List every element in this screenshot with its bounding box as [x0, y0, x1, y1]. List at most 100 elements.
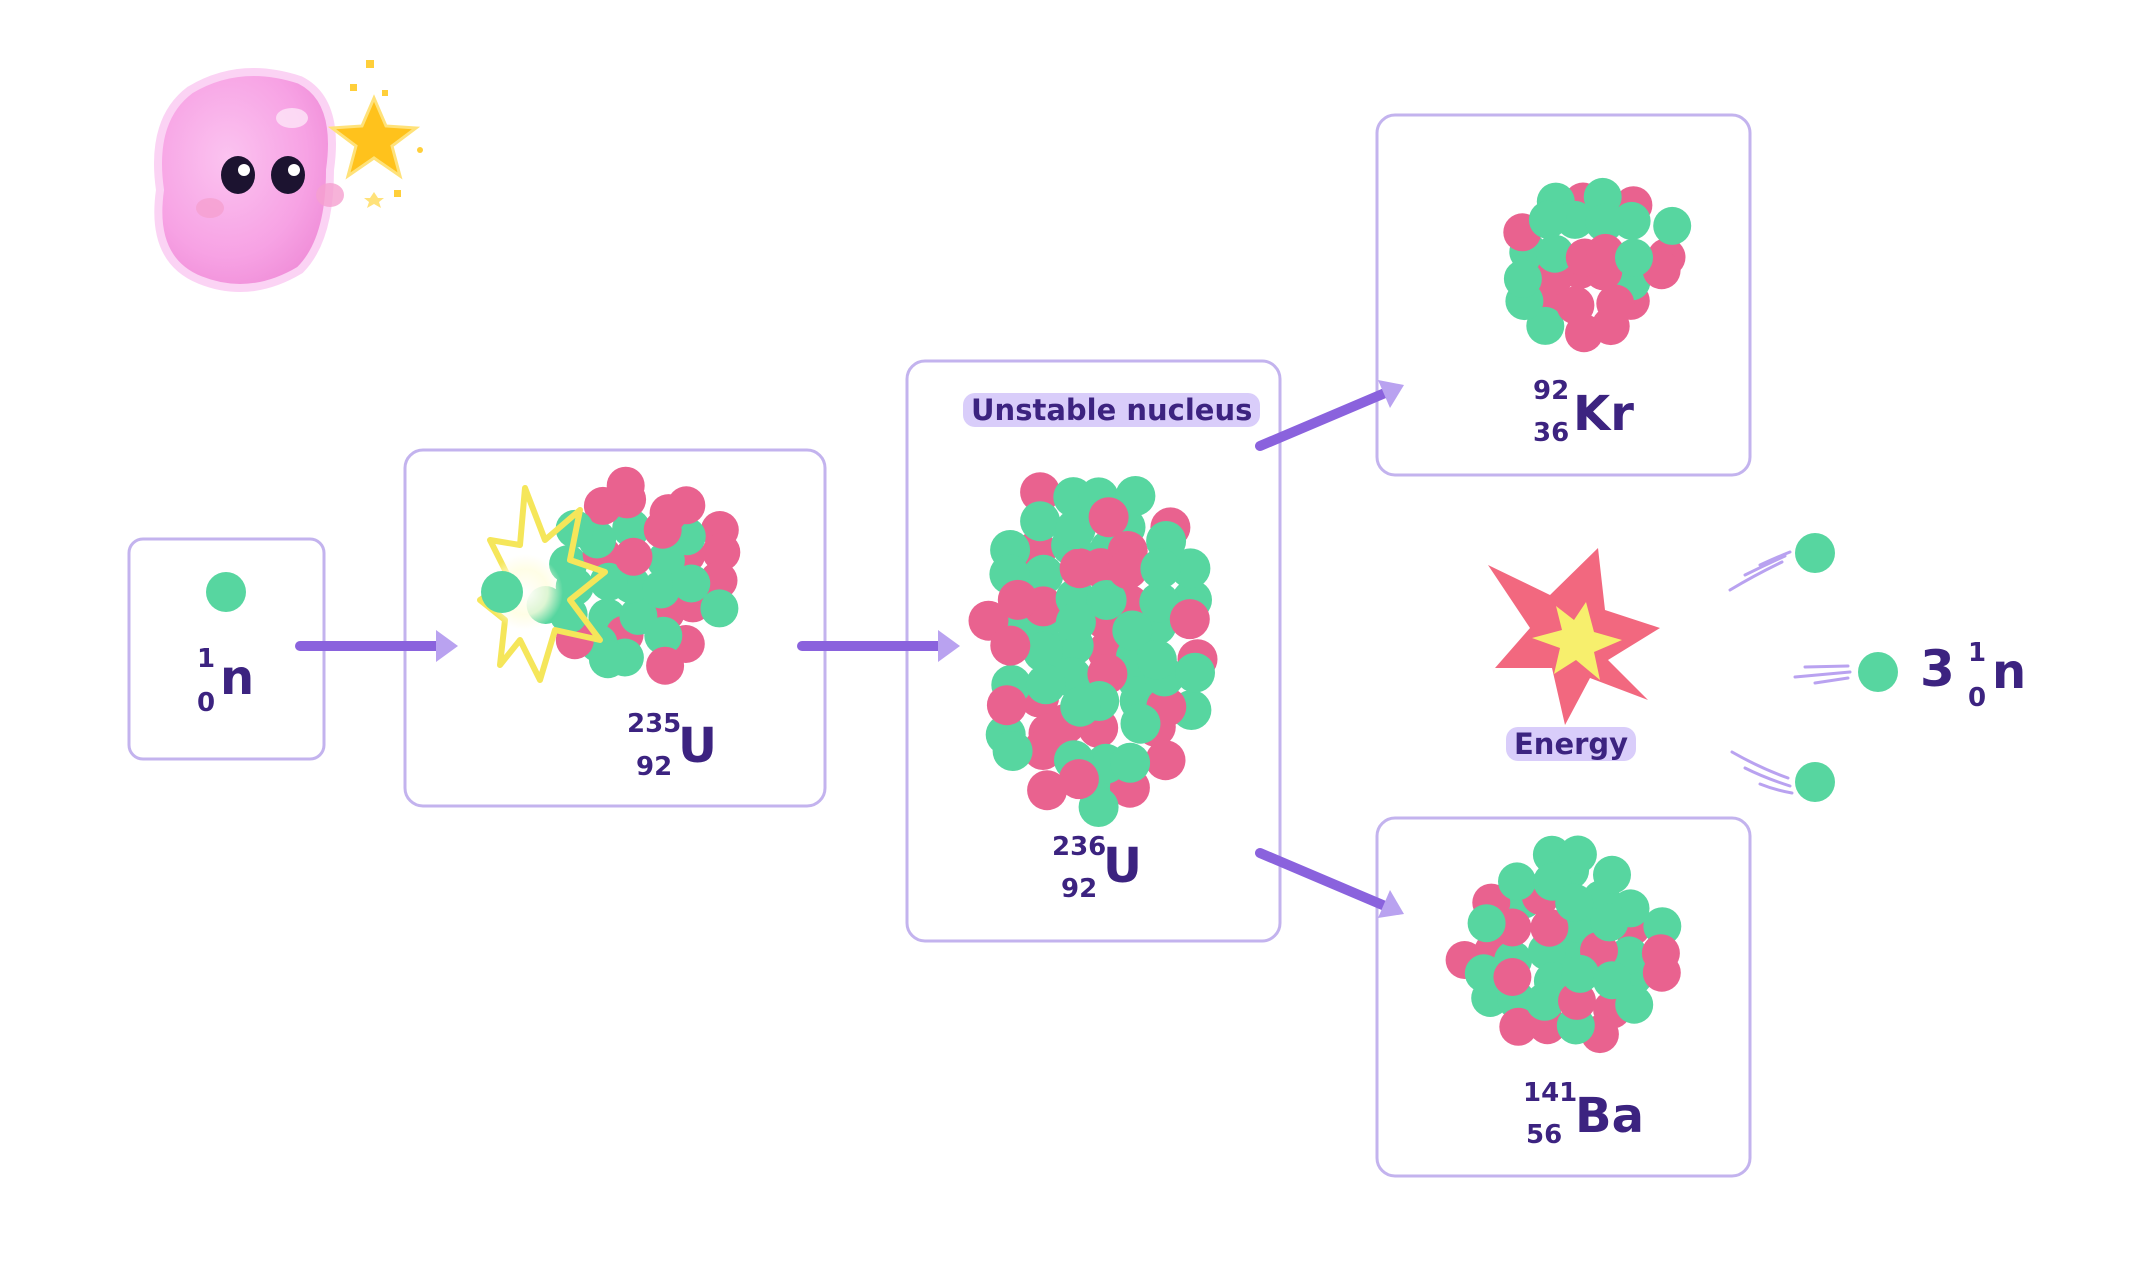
neutron-in-mass-number: 1	[197, 644, 216, 674]
emitted-neutrons	[1728, 533, 1898, 802]
nucleon	[1058, 759, 1099, 800]
uranium-235-symbol: U	[678, 718, 717, 774]
explosion-burst-icon	[1488, 548, 1660, 725]
nucleon	[646, 541, 685, 580]
nucleon	[1493, 958, 1532, 996]
nucleon	[1499, 1007, 1538, 1046]
nucleon	[1027, 770, 1068, 811]
emitted-neutron-3	[1795, 762, 1835, 802]
barium-nucleus	[1445, 835, 1682, 1054]
neutrons-out-symbol: n	[1992, 644, 2027, 700]
nucleon	[644, 616, 683, 655]
nucleon	[1086, 580, 1127, 620]
nucleon	[1136, 639, 1177, 680]
nucleon	[1140, 548, 1181, 589]
nucleon	[606, 466, 645, 505]
nucleon	[1653, 206, 1692, 245]
nucleon	[588, 640, 627, 679]
barium-atomic-number: 56	[1526, 1120, 1563, 1150]
colliding-neutron	[481, 571, 523, 613]
nucleon	[1060, 686, 1101, 727]
nucleon	[1561, 954, 1600, 993]
nucleon	[1025, 664, 1066, 705]
nucleon	[1020, 472, 1061, 513]
nucleon	[1107, 549, 1148, 590]
nucleon	[1145, 740, 1186, 781]
nucleon	[1526, 306, 1565, 345]
unstable-nucleus	[968, 472, 1218, 827]
nucleon	[1464, 954, 1503, 993]
neutrons-out-mass-number: 1	[1968, 638, 1987, 668]
nucleon	[1555, 883, 1594, 922]
nucleon	[1530, 908, 1569, 947]
nucleon	[672, 564, 711, 603]
unstable-mass-number: 236	[1052, 832, 1107, 862]
impact-flash-icon	[477, 485, 608, 683]
nucleon	[1078, 787, 1119, 827]
nucleon	[1612, 201, 1651, 240]
nucleon	[997, 579, 1038, 620]
nucleon	[1593, 855, 1631, 894]
nucleon	[1170, 548, 1211, 589]
nucleon	[702, 533, 741, 572]
nucleon	[986, 685, 1027, 726]
nucleon	[612, 509, 651, 548]
neutron-particle	[206, 572, 246, 612]
krypton-atomic-number: 36	[1533, 418, 1570, 448]
krypton-symbol: Kr	[1573, 386, 1634, 442]
nucleon	[1590, 903, 1629, 942]
neutron-in-atomic-number: 0	[197, 688, 216, 718]
nucleon	[1525, 982, 1564, 1021]
unstable-atomic-number: 92	[1061, 874, 1098, 904]
nucleon	[1558, 835, 1597, 874]
uranium-235-nucleus	[526, 466, 741, 685]
emitted-neutron-2	[1858, 652, 1898, 692]
neutrons-out-count: 3	[1920, 640, 1955, 698]
pink-blob-mascot-icon	[154, 68, 344, 292]
nucleon	[1592, 961, 1631, 1000]
star-icon	[327, 60, 423, 208]
nucleon	[614, 537, 653, 576]
nucleon	[992, 731, 1033, 771]
nucleon	[1565, 314, 1603, 353]
nucleon	[1115, 476, 1156, 516]
krypton-nucleus	[1503, 177, 1692, 353]
nucleon	[1615, 985, 1654, 1024]
arrow-unstable-to-krypton	[1255, 380, 1404, 451]
nucleon	[1535, 234, 1574, 273]
nucleon	[1467, 904, 1506, 943]
nucleon	[1023, 631, 1063, 672]
nucleon	[1055, 509, 1096, 550]
nucleon	[1022, 730, 1063, 770]
arrow-unstable-to-barium	[1255, 848, 1404, 918]
nucleon	[1528, 200, 1567, 239]
nucleon	[1641, 934, 1680, 973]
unstable-symbol: U	[1103, 838, 1142, 894]
uranium-235-atomic-number: 92	[636, 752, 673, 782]
nucleon	[1088, 497, 1129, 538]
nucleon	[1585, 203, 1624, 242]
nucleon	[1556, 200, 1594, 239]
neutrons-out-atomic-number: 0	[1968, 683, 1987, 713]
nucleon	[1615, 238, 1653, 277]
uranium-235-mass-number: 235	[627, 709, 682, 739]
nucleon	[1120, 703, 1161, 744]
arrow-neutron-to-uranium	[295, 630, 458, 662]
energy-label: Energy	[1506, 727, 1637, 761]
nucleon	[1586, 233, 1625, 272]
nucleon	[1055, 602, 1096, 643]
nucleon	[1020, 501, 1061, 542]
nucleon	[1175, 652, 1215, 693]
nucleon	[1498, 862, 1536, 901]
nucleon	[1023, 554, 1064, 595]
krypton-mass-number: 92	[1533, 376, 1570, 406]
nucleon	[649, 494, 688, 533]
barium-mass-number: 141	[1523, 1078, 1578, 1108]
arrow-uranium-to-unstable	[797, 630, 960, 662]
nucleon	[1112, 610, 1153, 651]
nucleon	[1169, 599, 1210, 640]
emitted-neutron-1	[1795, 533, 1835, 573]
nucleon	[1110, 742, 1151, 783]
nucleon	[1503, 259, 1542, 298]
nucleon	[642, 570, 681, 609]
